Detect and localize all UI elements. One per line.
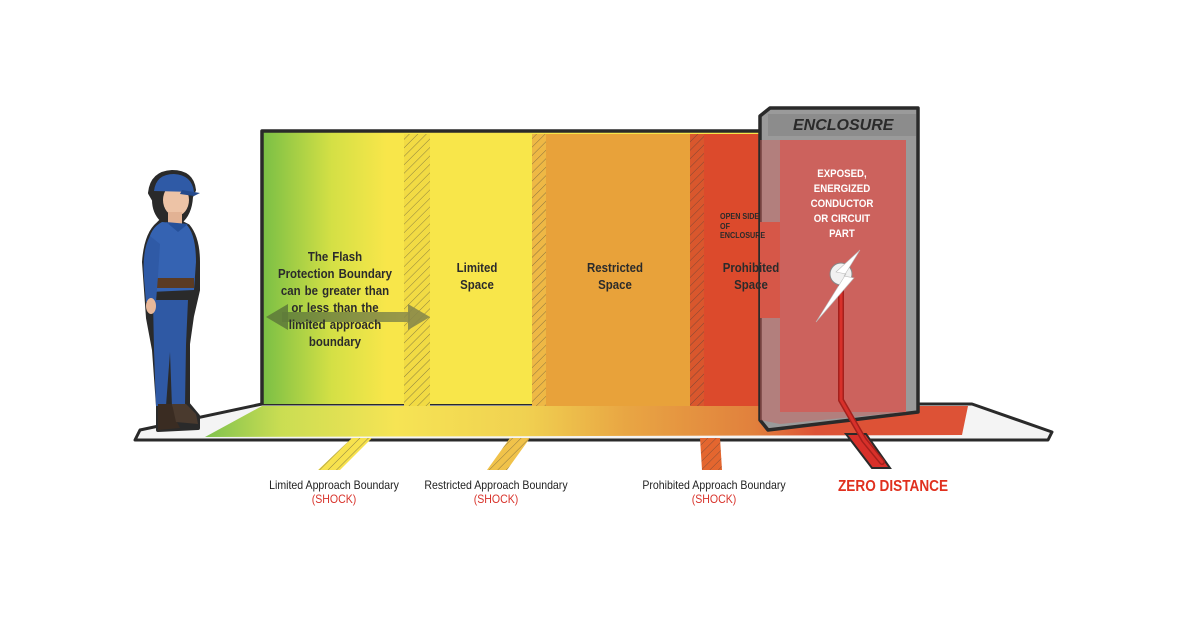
enclosure-title: ENCLOSURE	[793, 117, 894, 134]
prohibited-boundary-label: Prohibited Approach Boundary (SHOCK)	[638, 478, 789, 506]
prohibited-boundary-note: (SHOCK)	[691, 492, 737, 506]
restricted-zone	[540, 134, 692, 406]
open-side-label: OPEN SIDE OF ENCLOSURE	[720, 212, 766, 240]
restricted-boundary-label: Restricted Approach Boundary (SHOCK)	[422, 478, 570, 506]
conductor-label: EXPOSED, ENERGIZED CONDUCTOR OR CIRCUIT …	[810, 168, 874, 240]
limited-boundary-note: (SHOCK)	[311, 492, 357, 506]
limited-boundary-name: Limited Approach Boundary	[269, 478, 399, 492]
prohibited-boundary-name: Prohibited Approach Boundary	[642, 478, 786, 492]
zero-distance-label: ZERO DISTANCE	[838, 478, 949, 495]
limited-boundary-label: Limited Approach Boundary (SHOCK)	[264, 478, 405, 506]
limited-space-label: Limited Space	[456, 260, 498, 292]
worker-figure	[142, 170, 200, 432]
lightning-bolt-icon	[815, 249, 861, 323]
prohibited-space-label: Prohibited Space	[722, 260, 780, 292]
double-arrow-icon	[266, 304, 430, 330]
restricted-boundary-note: (SHOCK)	[473, 492, 519, 506]
restricted-space-label: Restricted Space	[587, 260, 643, 292]
restricted-boundary-name: Restricted Approach Boundary	[424, 478, 568, 492]
flash-protection-label: The Flash Protection Boundary can be gre…	[277, 249, 393, 349]
